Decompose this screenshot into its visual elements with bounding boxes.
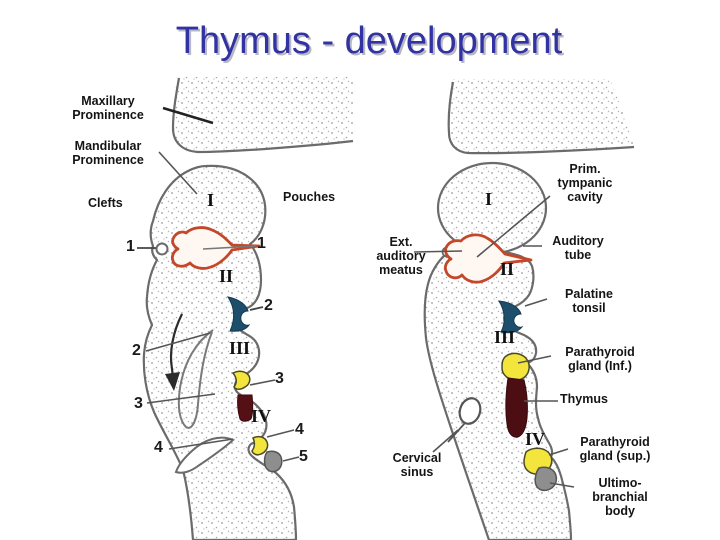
label-prim-tympanic-cavity: Prim. tympanic cavity: [557, 162, 613, 204]
cleft2-pointer-line: [145, 332, 211, 352]
pouch-4-shape: [251, 435, 269, 456]
pouch-number-3: 3: [275, 370, 284, 387]
thymus-left-shape: [237, 394, 254, 422]
label-parathyroid-sup: Parathyroid gland (sup.): [579, 435, 651, 463]
maxillary-prominence-edge-right: [447, 81, 635, 155]
maxillary-prominence-edge: [171, 77, 354, 154]
label-parathyroid-inf: Parathyroid gland (Inf.): [565, 345, 635, 373]
pouch1-pointer-line: [202, 245, 257, 250]
arch-numeral-I-right: I: [485, 189, 493, 209]
parathyroid-sup-pointer-line: [548, 448, 569, 456]
label-thymus: Thymus: [560, 392, 608, 406]
palatine-tonsil-shape: [498, 300, 524, 334]
pouch-3-shape: [231, 370, 251, 390]
cleft-number-1: 1: [126, 238, 135, 255]
auditory-tube-shape: [443, 233, 533, 284]
label-palatine-tonsil: Palatine tonsil: [565, 287, 613, 315]
label-ultimobranchial-body: Ultimo- branchial body: [592, 476, 648, 518]
ext-auditory-pointer-line: [413, 250, 463, 253]
cleft-number-4: 4: [154, 439, 163, 456]
maxillary-prominence-shape-right: [448, 79, 636, 154]
maxillary-pointer-line: [162, 106, 214, 125]
cervical-sinus-stalk: [447, 422, 466, 443]
arch2-fold-outline: [177, 329, 214, 429]
arch-numeral-II-left: II: [219, 266, 234, 286]
left-diagram: [137, 77, 354, 540]
maxillary-prominence-shape: [173, 77, 353, 152]
label-clefts: Clefts: [88, 196, 123, 210]
label-cervical-sinus: Cervical sinus: [392, 451, 442, 479]
slide-title: Thymus - development: [175, 20, 563, 62]
ultimobranchial-pointer-line: [549, 482, 575, 488]
label-maxillary-prominence: Maxillary Prominence: [72, 94, 144, 122]
cleft-4-notch: [174, 436, 235, 474]
cervical-sinus-arrowhead: [165, 372, 180, 391]
cleft-number-3: 3: [134, 395, 143, 412]
mandibular-pointer-line: [158, 151, 198, 195]
pouch2-pointer-line: [249, 306, 264, 311]
cleft-number-2: 2: [132, 342, 141, 359]
cervical-sinus-vesicle: [458, 397, 482, 425]
ultimobranchial-shape: [534, 466, 558, 492]
label-mandibular-prominence: Mandibular Prominence: [72, 139, 144, 167]
prim-tympanic-pointer-line: [476, 195, 551, 258]
thymus-shape: [505, 377, 528, 438]
arch-numeral-IV-right: IV: [525, 429, 546, 449]
cleft3-pointer-line: [146, 393, 216, 404]
parathyroid-inf-shape: [501, 352, 530, 381]
arch-numeral-IV-left: IV: [251, 406, 272, 426]
pouch-number-5: 5: [299, 448, 308, 465]
pouch-number-2: 2: [264, 297, 273, 314]
cleft-1-keyhole: [155, 242, 169, 256]
pouch5-pointer-line: [282, 456, 300, 462]
cervical-sinus-pointer-line: [432, 429, 459, 453]
pouch-number-1: 1: [257, 235, 266, 252]
cleft4-pointer-line: [168, 438, 234, 450]
pouch-number-4: 4: [295, 421, 304, 438]
pouch4-pointer-line: [266, 429, 295, 438]
label-auditory-tube: Auditory tube: [552, 234, 604, 262]
pouch-5-shape: [263, 450, 283, 473]
arch-numeral-III-left: III: [229, 338, 251, 358]
right-diagram: [413, 79, 636, 540]
pouch3-pointer-line: [249, 379, 276, 386]
label-ext-auditory-meatus: Ext. auditory meatus: [376, 235, 426, 277]
cervical-sinus-arrow: [169, 313, 183, 378]
arch-numeral-I-left: I: [207, 190, 215, 210]
label-pouches: Pouches: [283, 190, 336, 204]
arch-numeral-III-right: III: [494, 327, 516, 347]
pouch-2-shape: [226, 296, 251, 332]
pharyngeal-body-left: [142, 164, 298, 540]
palatine-tonsil-pointer-line: [524, 298, 548, 307]
arch-numeral-II-right: II: [500, 259, 515, 279]
parathyroid-inf-pointer-line: [517, 355, 552, 364]
